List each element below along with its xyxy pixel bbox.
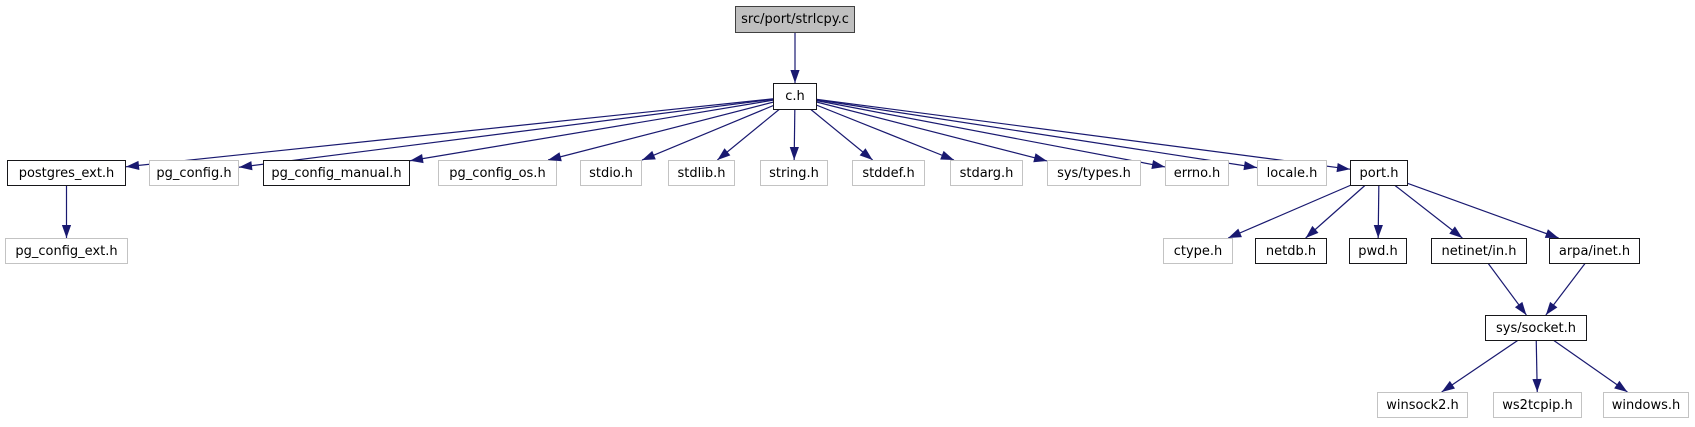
graph-node-pg_config_manual[interactable]: pg_config_manual.h — [263, 160, 410, 186]
graph-node-errno: errno.h — [1165, 160, 1229, 186]
graph-node-pwd[interactable]: pwd.h — [1349, 238, 1407, 264]
graph-node-netdb[interactable]: netdb.h — [1255, 238, 1327, 264]
graph-node-pg_config: pg_config.h — [149, 160, 239, 186]
graph-node-postgres_ext[interactable]: postgres_ext.h — [7, 160, 126, 186]
graph-node-c[interactable]: c.h — [773, 83, 817, 110]
graph-node-winsock2: winsock2.h — [1377, 392, 1468, 418]
graph-node-ctype: ctype.h — [1163, 238, 1233, 264]
graph-node-pg_config_ext: pg_config_ext.h — [5, 238, 128, 264]
graph-node-netinet_in[interactable]: netinet/in.h — [1431, 238, 1527, 264]
graph-node-stdio: stdio.h — [580, 160, 642, 186]
graph-node-windows: windows.h — [1603, 392, 1689, 418]
graph-node-port[interactable]: port.h — [1350, 160, 1408, 186]
graph-node-pg_config_os: pg_config_os.h — [438, 160, 557, 186]
graph-node-sys_socket[interactable]: sys/socket.h — [1485, 315, 1587, 341]
graph-node-strlcpy: src/port/strlcpy.c — [735, 6, 855, 33]
graph-node-arpa_inet[interactable]: arpa/inet.h — [1549, 238, 1640, 264]
graph-node-sys_types: sys/types.h — [1047, 160, 1141, 186]
graph-node-stdlib: stdlib.h — [668, 160, 735, 186]
graph-node-ws2tcpip: ws2tcpip.h — [1493, 392, 1582, 418]
graph-node-stdarg: stdarg.h — [950, 160, 1023, 186]
graph-node-string: string.h — [760, 160, 828, 186]
graph-node-stddef: stddef.h — [852, 160, 925, 186]
graph-node-locale: locale.h — [1257, 160, 1327, 186]
